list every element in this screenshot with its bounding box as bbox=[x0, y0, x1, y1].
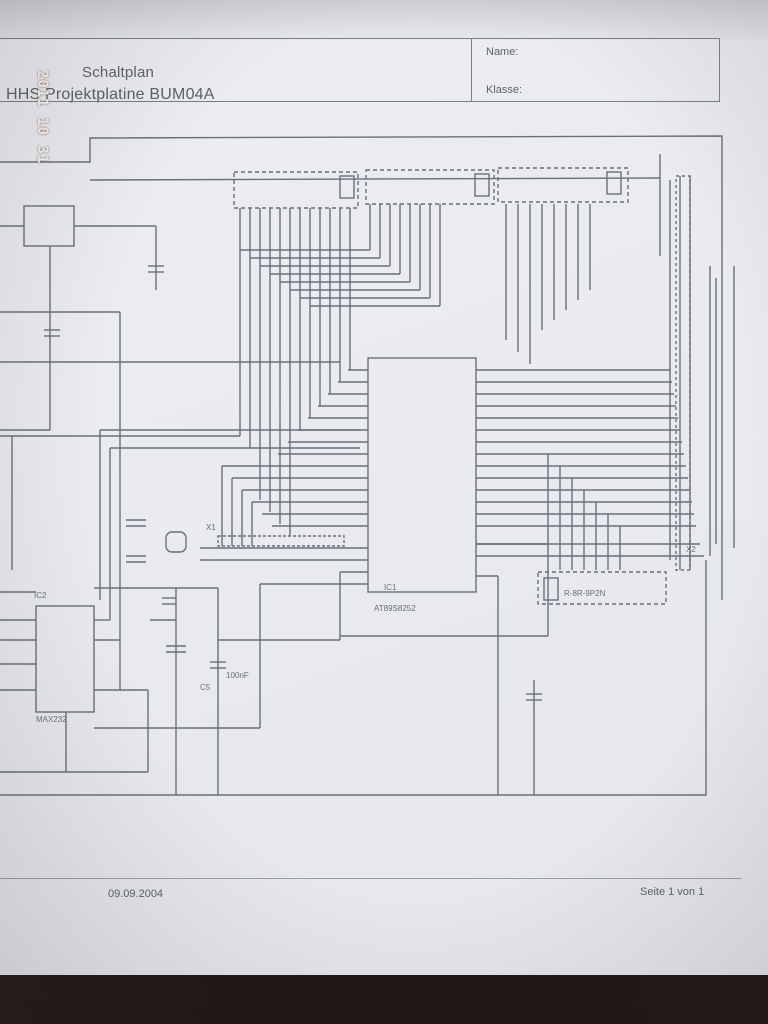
connector-x2 bbox=[675, 175, 691, 571]
driver-ic2 bbox=[35, 605, 95, 713]
page-number: Seite 1 von 1 bbox=[640, 886, 705, 898]
resnet-1 bbox=[233, 171, 359, 209]
driver-part-label: MAX232 bbox=[36, 715, 67, 724]
mcu-part-label: AT89S8252 bbox=[374, 604, 416, 613]
resnet-3 bbox=[497, 167, 629, 203]
footer-line bbox=[0, 878, 742, 879]
camera-date-stamp: 2011 10 31 bbox=[34, 70, 50, 165]
resnet-2-pot bbox=[474, 173, 490, 197]
name-field-label: Name: bbox=[486, 46, 519, 58]
right-verticals bbox=[505, 154, 735, 636]
sheet-top-edge bbox=[0, 0, 768, 40]
title-divider bbox=[471, 39, 472, 101]
document-date: 09.09.2004 bbox=[108, 888, 164, 900]
connector-x1 bbox=[217, 535, 345, 547]
bus-wire-top bbox=[89, 177, 661, 181]
crystal bbox=[165, 531, 187, 553]
driver-ref-label: IC2 bbox=[34, 591, 47, 600]
frame-top-wire bbox=[0, 135, 723, 600]
mcu-ref-label: IC1 bbox=[384, 583, 397, 592]
frame-bottom-wire bbox=[0, 560, 707, 796]
resnet-1-pot bbox=[339, 175, 355, 199]
document-title-line1: Schaltplan bbox=[82, 64, 155, 81]
resnet-4 bbox=[537, 571, 667, 605]
schematic-sheet: Schaltplan HHS Projektplatine BUM04A Nam… bbox=[0, 0, 768, 975]
resnet-4-pot bbox=[543, 577, 559, 601]
connector-x1-label: X1 bbox=[206, 523, 216, 532]
document-title-line2: HHS Projektplatine BUM04A bbox=[6, 86, 215, 103]
resnet-3-pot bbox=[606, 171, 622, 195]
mcu-left-bus bbox=[200, 369, 368, 573]
mcu-left-verticals bbox=[221, 204, 391, 546]
mcu-ic1 bbox=[367, 357, 477, 593]
title-block bbox=[0, 38, 720, 102]
connector-x2-label: X2 bbox=[686, 545, 696, 554]
schematic-drawing: IC1 AT89S8252 IC2 MAX232 X1 X2 R-8R-9P2N… bbox=[0, 135, 735, 796]
class-field-label: Klasse: bbox=[486, 84, 523, 96]
regulator bbox=[23, 205, 75, 247]
cap-c5-label: C5 bbox=[200, 683, 211, 692]
cap-value-label: 100nF bbox=[226, 671, 249, 680]
resnet-label: R-8R-9P2N bbox=[564, 589, 606, 598]
